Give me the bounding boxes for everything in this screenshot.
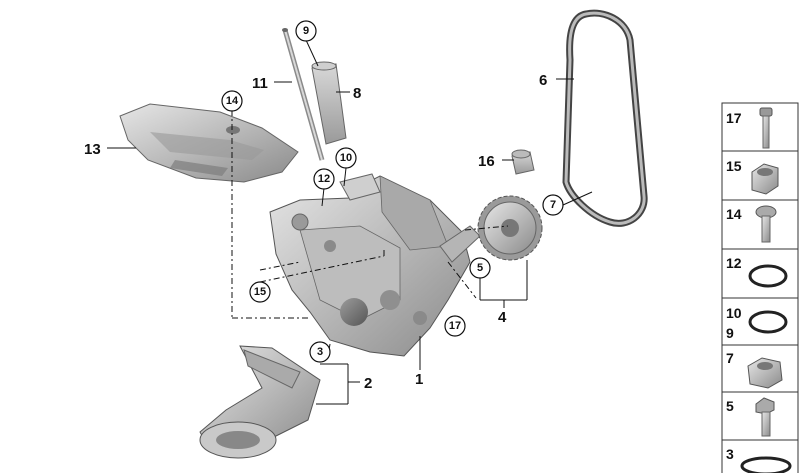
- callout-12: 12: [313, 168, 335, 190]
- legend-row-14: 14: [726, 205, 777, 243]
- legend-row-5: 5: [726, 397, 775, 437]
- svg-text:14: 14: [226, 95, 239, 107]
- callout-9: 9: [295, 20, 317, 42]
- svg-text:12: 12: [318, 173, 330, 185]
- suction-pipe: [199, 345, 321, 459]
- label-6: 6: [539, 72, 547, 89]
- svg-text:12: 12: [726, 255, 742, 271]
- legend-row-17: 17: [726, 107, 773, 149]
- label-4: 4: [498, 309, 507, 326]
- drive-sprocket: [477, 195, 543, 261]
- svg-text:9: 9: [303, 25, 309, 37]
- legend-row-12: 12: [726, 255, 788, 288]
- svg-text:15: 15: [726, 158, 742, 174]
- svg-text:14: 14: [726, 206, 742, 222]
- label-16: 16: [478, 153, 495, 170]
- pressure-relief-sleeve: [311, 61, 347, 145]
- callout-15: 15: [249, 281, 271, 303]
- label-13: 13: [84, 141, 101, 158]
- baffle-plate: [119, 103, 299, 183]
- label-2: 2: [364, 375, 372, 392]
- svg-text:15: 15: [254, 286, 266, 298]
- label-8: 8: [353, 85, 361, 102]
- svg-text:3: 3: [317, 346, 323, 358]
- svg-text:10: 10: [726, 305, 742, 321]
- hardware-legend: 17 15 14 12 10 9 7: [721, 102, 799, 473]
- legend-row-10-9: 10 9: [726, 305, 788, 341]
- callouts: 9 14 10 12 7 5 15 17: [221, 20, 564, 363]
- drive-chain: [562, 9, 648, 227]
- legend-row-15: 15: [726, 158, 779, 195]
- callout-17: 17: [444, 315, 466, 337]
- part-labels: 13 11 8 6 16 4 2 1: [84, 72, 547, 392]
- callout-10: 10: [335, 147, 357, 169]
- svg-text:17: 17: [726, 110, 742, 126]
- label-1: 1: [415, 371, 423, 388]
- svg-text:7: 7: [726, 350, 734, 366]
- legend-row-3: 3: [726, 446, 792, 473]
- svg-text:10: 10: [340, 152, 352, 164]
- oil-dipstick-tube: [282, 28, 325, 161]
- svg-text:5: 5: [477, 262, 483, 274]
- svg-text:17: 17: [449, 320, 461, 332]
- svg-text:3: 3: [726, 446, 734, 462]
- sleeve-nut-16: [511, 149, 535, 175]
- label-11: 11: [252, 75, 268, 92]
- callout-7: 7: [542, 194, 564, 216]
- callout-14: 14: [221, 90, 243, 112]
- svg-text:5: 5: [726, 398, 734, 414]
- svg-text:9: 9: [726, 325, 734, 341]
- legend-row-7: 7: [726, 350, 783, 389]
- svg-text:7: 7: [550, 199, 556, 211]
- callout-5: 5: [469, 257, 491, 279]
- oil-pump-body: [269, 173, 481, 357]
- callout-3: 3: [309, 341, 331, 363]
